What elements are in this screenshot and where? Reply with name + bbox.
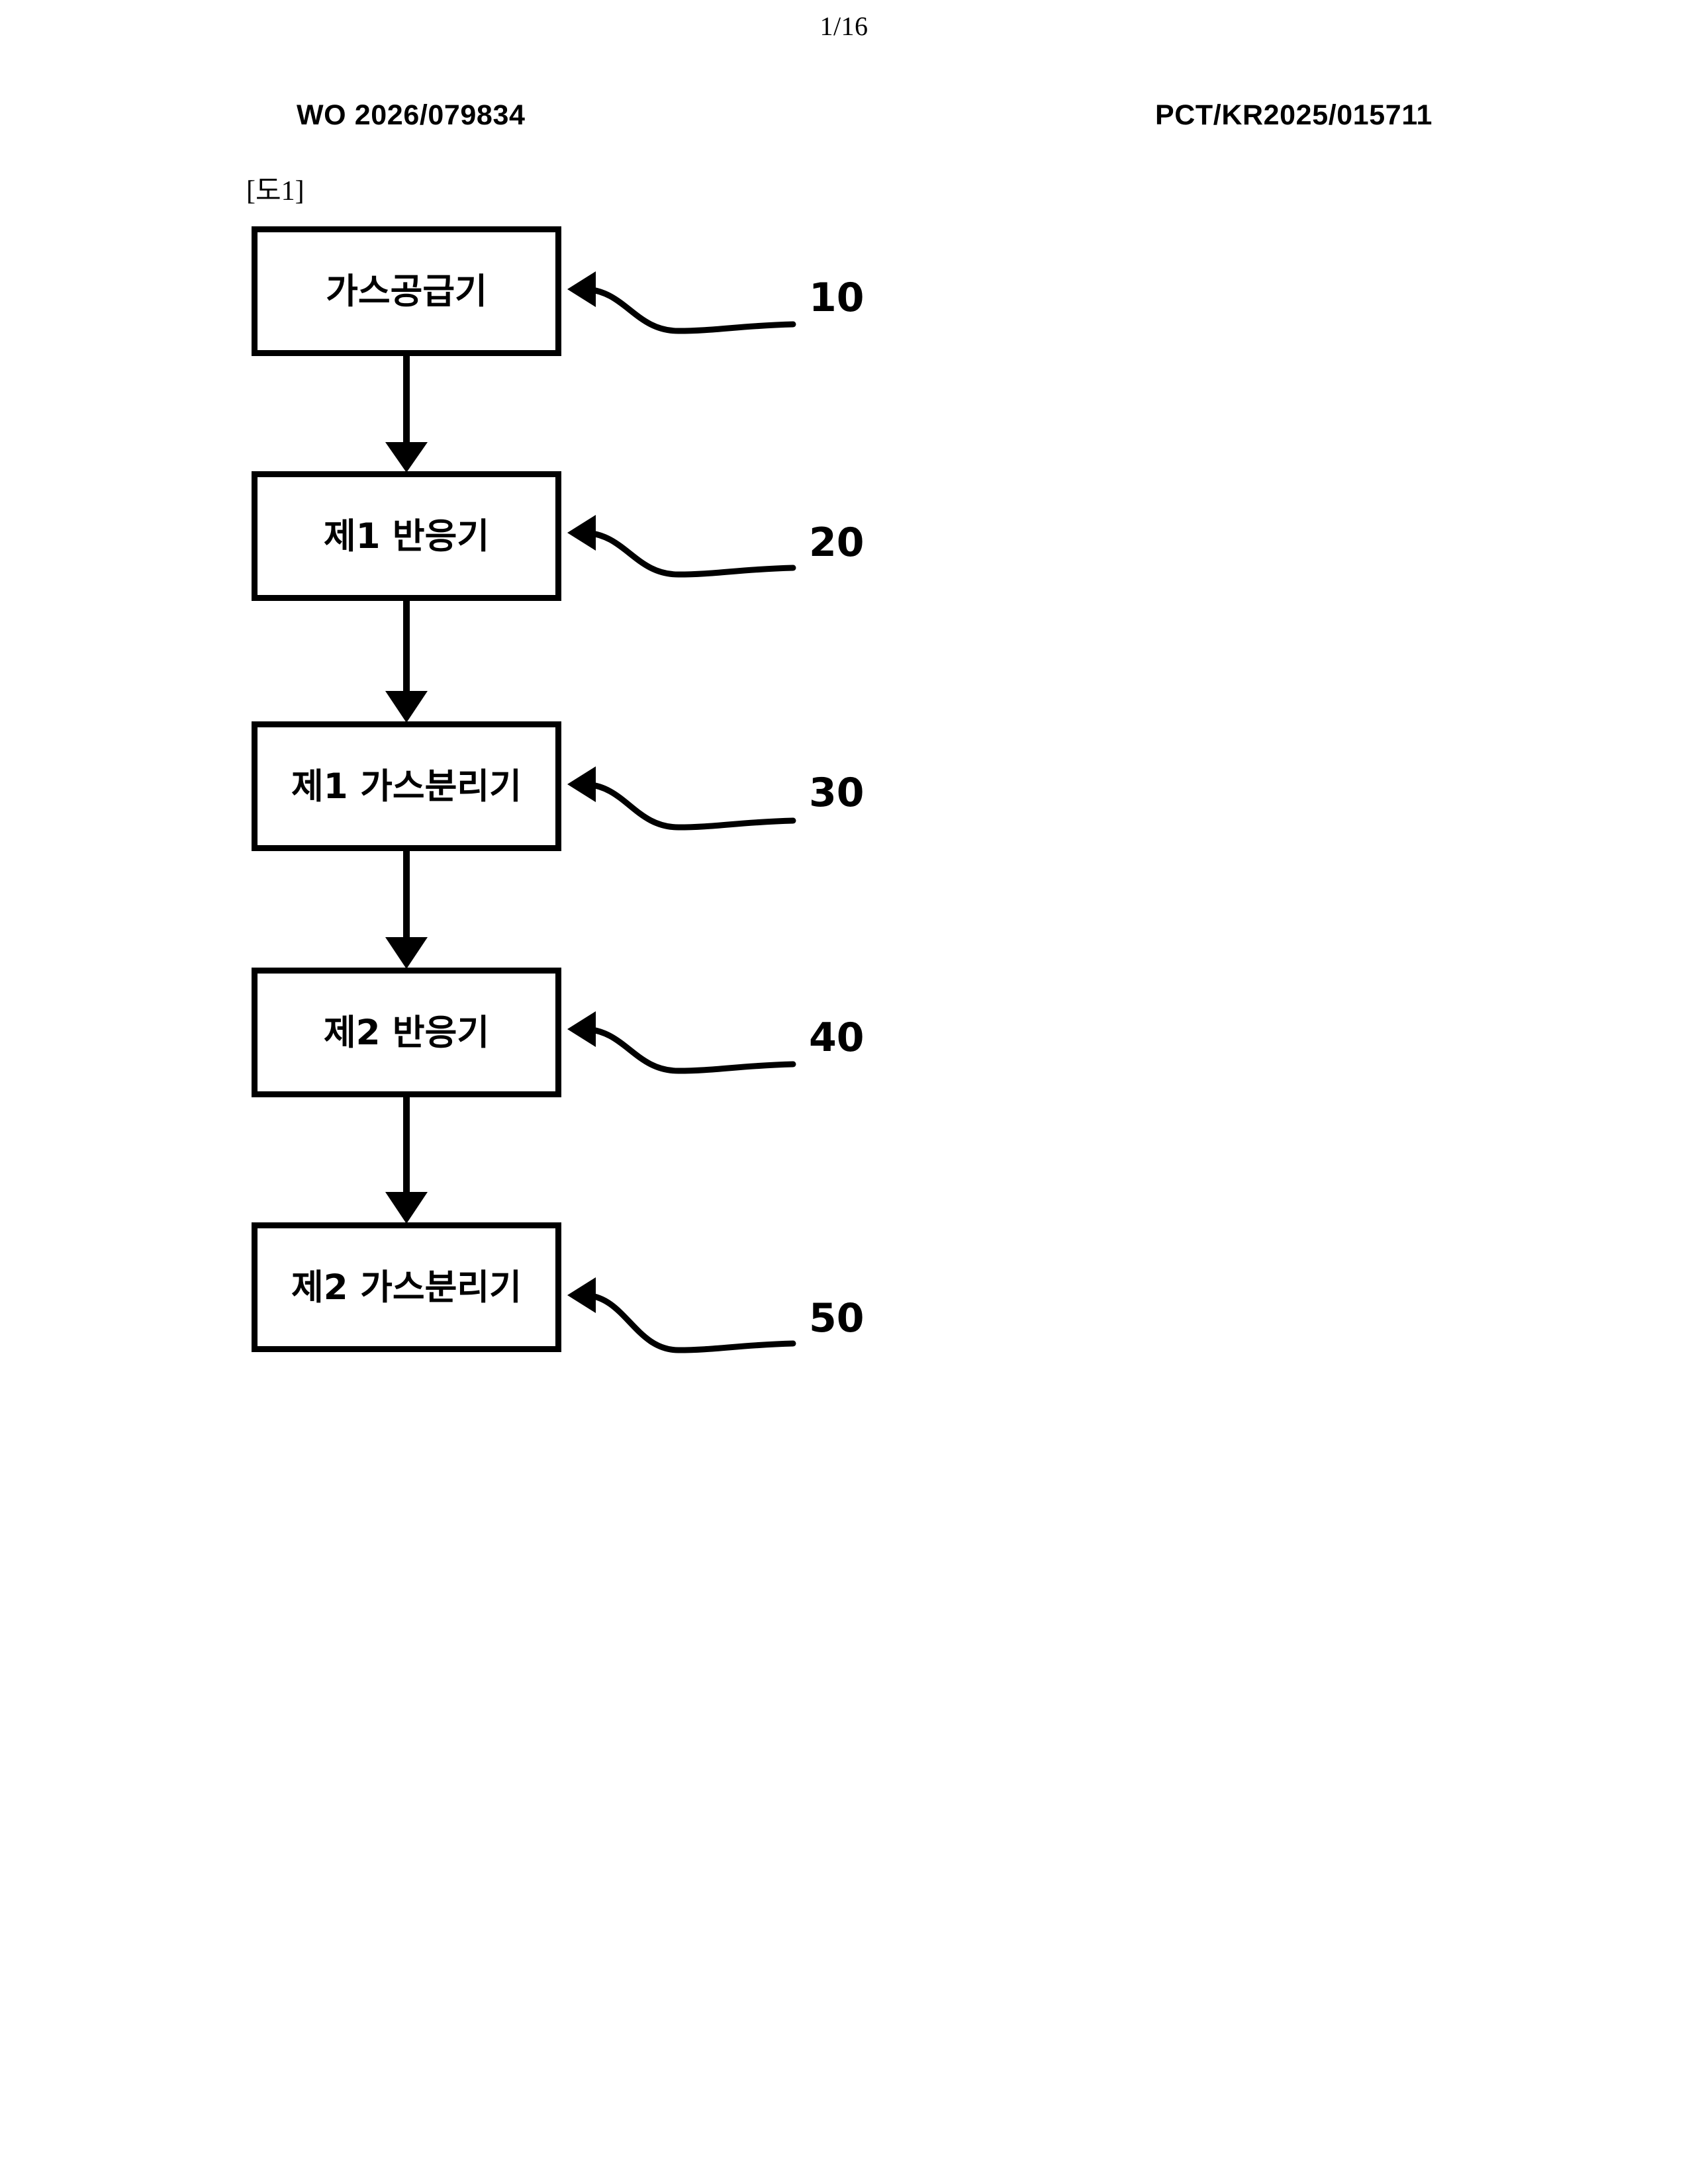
edge-10-to-20	[385, 356, 428, 473]
flow-node-first-gas-separator: 제1 가스분리기	[252, 721, 561, 851]
edge-20-to-30	[385, 601, 428, 723]
leader-line-20	[567, 515, 796, 578]
flow-node-label: 제2 반응기	[323, 1012, 490, 1053]
leader-line-10	[567, 271, 796, 334]
application-number-header: PCT/KR2025/015711	[1155, 99, 1432, 131]
figure-label: [도1]	[246, 176, 305, 206]
flow-node-label: 가스공급기	[326, 271, 487, 312]
flow-node-label: 제1 반응기	[323, 516, 490, 557]
flow-node-first-reactor: 제1 반응기	[252, 471, 561, 601]
publication-number-header: WO 2026/079834	[297, 99, 526, 131]
leader-line-40	[567, 1011, 796, 1074]
flow-node-label: 제2 가스분리기	[291, 1267, 522, 1308]
flow-node-label: 제1 가스분리기	[291, 766, 522, 807]
flow-node-second-reactor: 제2 반응기	[252, 968, 561, 1097]
reference-numeral-50: 50	[809, 1295, 865, 1342]
edge-30-to-40	[385, 851, 428, 969]
flow-node-second-gas-separator: 제2 가스분리기	[252, 1222, 561, 1352]
reference-numeral-10: 10	[809, 275, 865, 321]
leader-line-30	[567, 766, 796, 831]
leader-line-50	[567, 1277, 796, 1353]
edge-40-to-50	[385, 1097, 428, 1224]
reference-numeral-40: 40	[809, 1015, 865, 1061]
reference-numeral-20: 20	[809, 520, 865, 566]
flow-node-gas-supplier: 가스공급기	[252, 226, 561, 356]
page-number: 1/16	[820, 11, 868, 41]
reference-numeral-30: 30	[809, 770, 865, 816]
